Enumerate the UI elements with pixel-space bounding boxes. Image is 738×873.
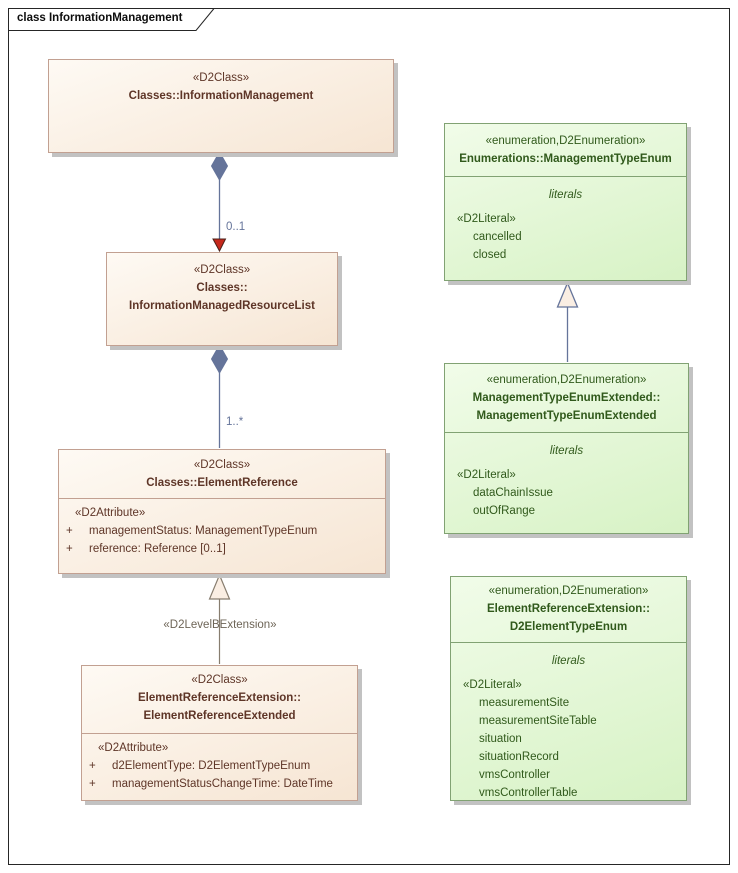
stereotype-label: «enumeration,D2Enumeration» (485, 135, 646, 147)
diagram-frame (8, 8, 730, 865)
literal-stereotype-label: «D2Literal» (457, 469, 516, 481)
stereotype-label: «enumeration,D2Enumeration» (488, 585, 649, 597)
literals-compartment-label: literals (551, 655, 586, 667)
class-information-management[interactable]: «D2Class» Classes::InformationManagement (48, 59, 394, 153)
stereotype-label: «D2Class» (193, 459, 251, 471)
attribute-text: managementStatus: ManagementTypeEnum (89, 525, 318, 537)
enum-literal[interactable]: vmsControllerTable (479, 787, 578, 799)
class-element-reference[interactable]: «D2Class» Classes::ElementReference «D2A… (58, 449, 386, 574)
diagram-frame-title: class InformationManagement (17, 12, 183, 24)
enum-literal[interactable]: dataChainIssue (473, 487, 553, 499)
class-name: Classes:: (196, 282, 248, 294)
attribute-stereotype-label: «D2Attribute» (75, 507, 146, 519)
enum-literal[interactable]: outOfRange (473, 505, 536, 517)
generalization-triangle-icon[interactable] (556, 281, 579, 308)
enumeration-name: ManagementTypeEnumExtended (476, 410, 657, 422)
literal-stereotype-label: «D2Literal» (457, 213, 516, 225)
literal-stereotype-label: «D2Literal» (463, 679, 522, 691)
stereotype-label: «enumeration,D2Enumeration» (486, 374, 647, 386)
attribute-text: managementStatusChangeTime: DateTime (112, 778, 333, 790)
attribute-row[interactable]: + d2ElementType: D2ElementTypeEnum (82, 757, 357, 775)
attribute-text: reference: Reference [0..1] (89, 543, 226, 555)
enumeration-d2-element-type-enum[interactable]: «enumeration,D2Enumeration» ElementRefer… (450, 576, 687, 801)
attribute-row[interactable]: + reference: Reference [0..1] (59, 540, 385, 558)
class-name: Classes::ElementReference (146, 477, 298, 489)
enum-literal[interactable]: measurementSiteTable (479, 715, 597, 727)
attribute-stereotype-label: «D2Attribute» (98, 742, 169, 754)
enum-literal[interactable]: situation (479, 733, 522, 745)
class-name: ElementReferenceExtended (143, 710, 296, 722)
attributes-compartment: «D2Attribute» + managementStatus: Manage… (59, 498, 385, 558)
class-name: InformationManagedResourceList (129, 300, 315, 312)
visibility-symbol: + (66, 525, 73, 537)
enum-literal[interactable]: closed (473, 249, 507, 261)
stereotype-label: «D2Class» (193, 264, 251, 276)
class-name: ElementReferenceExtension:: (138, 692, 301, 704)
enum-literal[interactable]: vmsController (479, 769, 550, 781)
enumeration-name: Enumerations::ManagementTypeEnum (459, 153, 672, 165)
stereotype-label: «D2Class» (191, 674, 248, 686)
visibility-symbol: + (89, 778, 96, 790)
attribute-text: d2ElementType: D2ElementTypeEnum (112, 760, 311, 772)
literals-compartment: literals «D2Literal» dataChainIssue outO… (445, 432, 688, 520)
literals-compartment-label: literals (549, 445, 584, 457)
composition-diamond-icon[interactable] (210, 343, 229, 375)
enumeration-name: D2ElementTypeEnum (509, 621, 628, 633)
literals-compartment: literals «D2Literal» cancelled closed (445, 176, 686, 264)
composition-diamond-icon[interactable] (210, 150, 229, 182)
class-element-reference-extended[interactable]: «D2Class» ElementReferenceExtension:: El… (81, 665, 358, 801)
enum-literal[interactable]: measurementSite (479, 697, 570, 709)
frame-tab-outline (8, 8, 215, 31)
multiplicity-label[interactable]: 0..1 (226, 221, 246, 233)
enum-literal[interactable]: situationRecord (479, 751, 559, 763)
class-information-managed-resource-list[interactable]: «D2Class» Classes:: InformationManagedRe… (106, 252, 338, 346)
enumeration-management-type-enum-extended[interactable]: «enumeration,D2Enumeration» ManagementTy… (444, 363, 689, 534)
multiplicity-label[interactable]: 1..* (226, 416, 244, 428)
enumeration-name: ElementReferenceExtension:: (487, 603, 650, 615)
red-arrowhead-icon[interactable] (212, 238, 227, 253)
visibility-symbol: + (89, 760, 96, 772)
attribute-row[interactable]: + managementStatus: ManagementTypeEnum (59, 522, 385, 540)
generalization-triangle-icon[interactable] (208, 573, 231, 600)
attributes-compartment: «D2Attribute» + d2ElementType: D2Element… (82, 733, 357, 793)
stereotype-label: «D2Class» (192, 72, 250, 84)
literals-compartment-label: literals (548, 189, 583, 201)
enum-literal[interactable]: cancelled (473, 231, 522, 243)
enumeration-management-type-enum[interactable]: «enumeration,D2Enumeration» Enumerations… (444, 123, 687, 281)
generalization-stereotype-label[interactable]: «D2LevelBExtension» (163, 619, 277, 631)
literals-compartment: literals «D2Literal» measurementSite mea… (451, 642, 686, 802)
visibility-symbol: + (66, 543, 73, 555)
enumeration-name: ManagementTypeEnumExtended:: (472, 392, 661, 404)
class-name: Classes::InformationManagement (128, 90, 314, 102)
attribute-row[interactable]: + managementStatusChangeTime: DateTime (82, 775, 357, 793)
